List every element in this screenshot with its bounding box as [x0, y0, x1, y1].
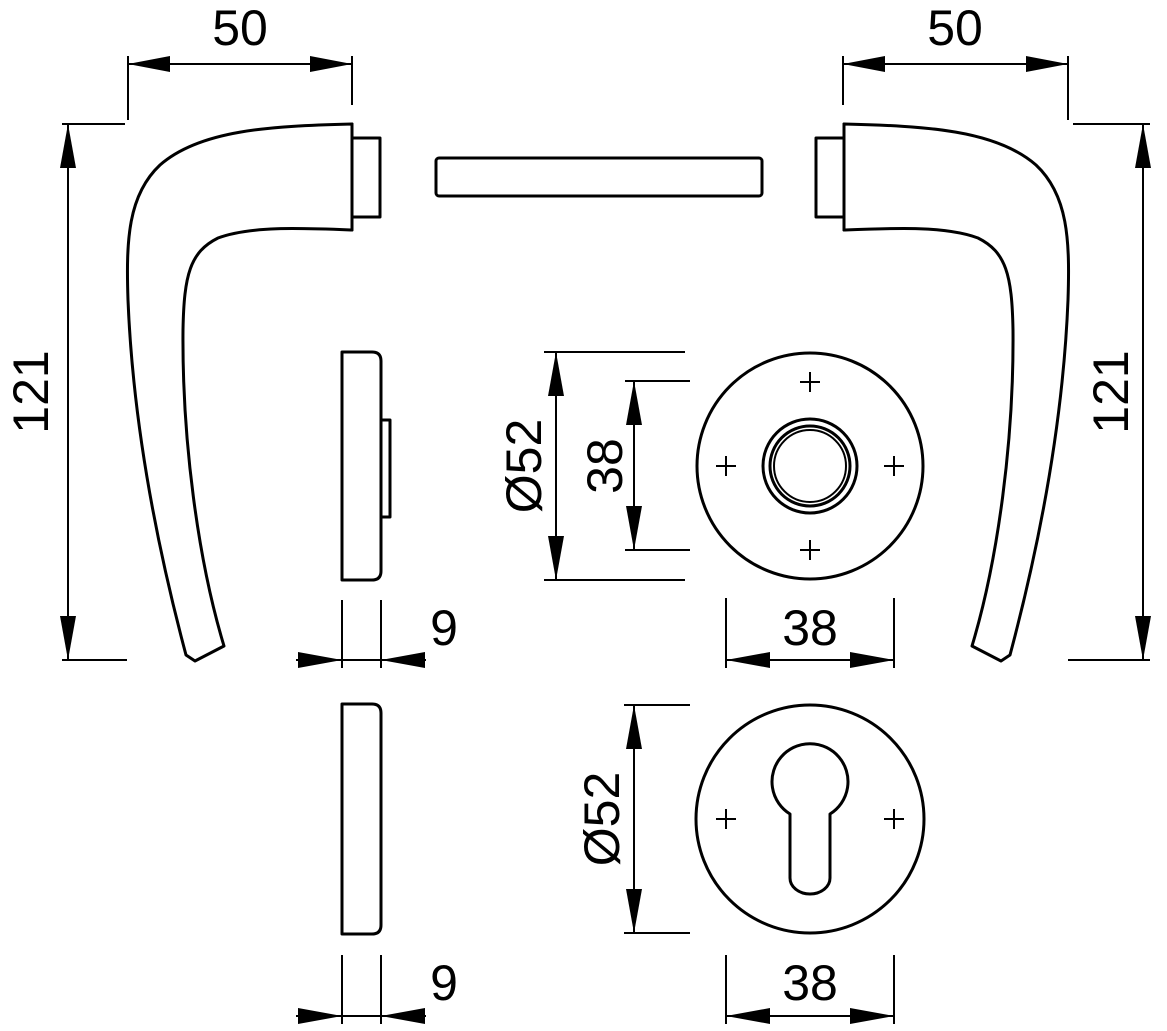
rose-diameter-dimension: Ø52 — [496, 351, 685, 581]
escutcheon-screw-marks — [716, 809, 904, 829]
escutcheon-side-view — [340, 702, 383, 936]
escutcheon-diameter-label: Ø52 — [574, 772, 630, 867]
escutcheon-thickness-dimension: 9 — [296, 955, 458, 1024]
left-lever-handle — [125, 122, 382, 663]
right-handle-width-dimension: 50 — [842, 0, 1069, 120]
rose-thickness-dimension: 9 — [296, 600, 458, 668]
rose-thickness-label: 9 — [430, 600, 458, 656]
left-handle-height-label: 121 — [3, 350, 59, 433]
escutcheon-width-dimension: 38 — [725, 955, 895, 1024]
escutcheon-diameter-dimension: Ø52 — [574, 704, 690, 934]
rose-front-view — [695, 351, 925, 581]
left-handle-width-label: 50 — [212, 0, 268, 56]
right-lever-handle — [814, 122, 1071, 663]
rose-width-label: 38 — [782, 600, 838, 656]
rose-hole-spacing-label: 38 — [577, 438, 633, 494]
cylinder-keyhole-icon — [770, 742, 850, 896]
escutcheon-front-view — [694, 703, 926, 935]
escutcheon-width-label: 38 — [782, 955, 838, 1011]
rose-side-view — [340, 350, 392, 582]
left-handle-height-dimension: 121 — [3, 123, 127, 661]
right-handle-height-label: 121 — [1083, 350, 1139, 433]
right-handle-height-dimension: 121 — [1068, 123, 1151, 661]
rose-screw-marks — [716, 372, 904, 560]
right-handle-width-label: 50 — [927, 0, 983, 56]
spindle — [434, 156, 764, 198]
left-handle-width-dimension: 50 — [127, 0, 353, 120]
rose-diameter-label: Ø52 — [496, 419, 552, 514]
rose-width-dimension: 38 — [725, 598, 895, 668]
escutcheon-thickness-label: 9 — [430, 955, 458, 1011]
rose-hole-spacing-dimension: 38 — [577, 380, 690, 551]
